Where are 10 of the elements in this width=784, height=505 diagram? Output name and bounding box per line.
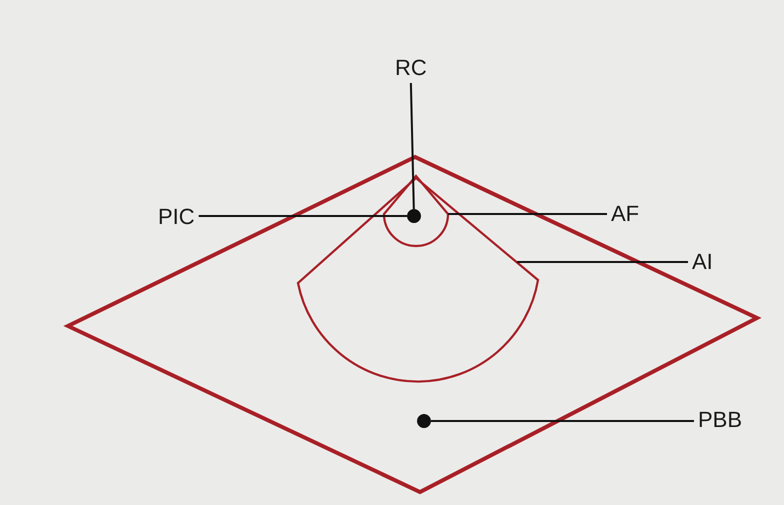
- part-label: AI: [692, 250, 713, 274]
- leader-line: [410, 82, 415, 210]
- leader-line: [431, 420, 694, 422]
- part-label: RC: [395, 56, 427, 80]
- leader-line: [517, 261, 688, 263]
- leader-line: [198, 215, 407, 217]
- part-label: AF: [611, 202, 640, 226]
- part-label: PBB: [698, 408, 742, 432]
- leader-line: [448, 213, 607, 215]
- part-label: PIC: [158, 205, 195, 229]
